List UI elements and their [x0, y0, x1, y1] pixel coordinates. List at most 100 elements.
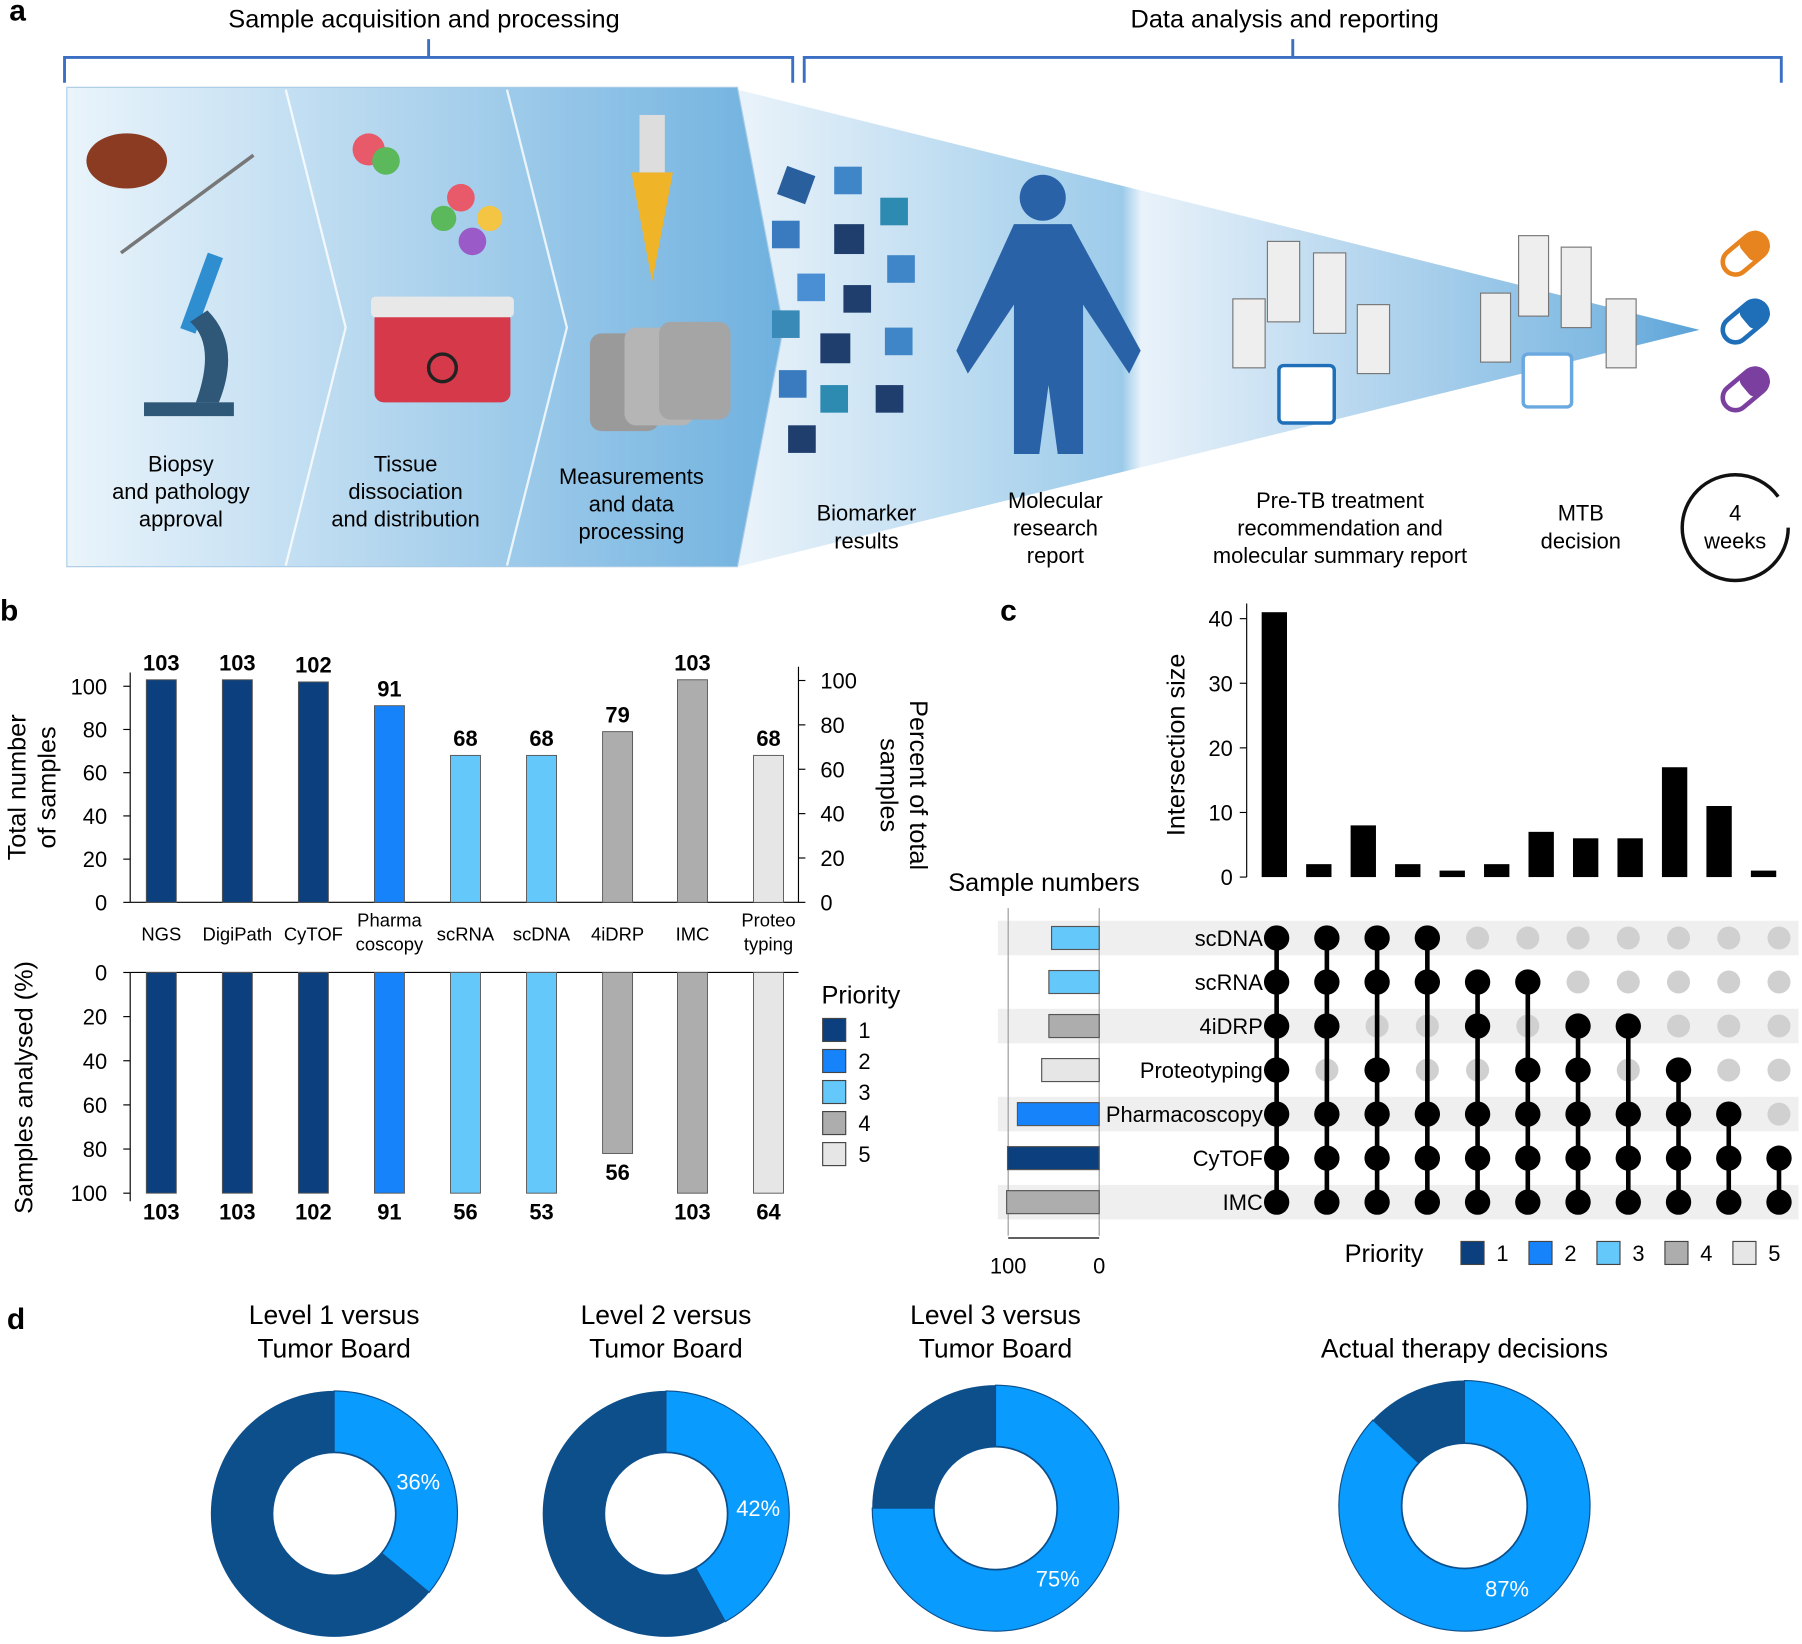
bar-value-label: 68: [529, 726, 553, 751]
matrix-dot-filled: [1515, 1101, 1541, 1127]
set-label-scdna: scDNA: [1195, 926, 1264, 951]
c-legend-swatch-priority-2: [1528, 1240, 1553, 1266]
set-size-bar-proteotyping: [1041, 1057, 1100, 1083]
step-label-line: processing: [578, 519, 684, 544]
c-legend-label: 3: [1632, 1241, 1644, 1266]
x-tick-label: IMC: [676, 923, 710, 944]
matrix-dot-empty: [1667, 1014, 1691, 1038]
clinicians-icon: [1232, 235, 1637, 375]
bar-cytof: [297, 681, 329, 903]
donut-percent-label: 42%: [736, 1496, 780, 1521]
tube-icon: [631, 114, 673, 282]
matrix-dot-filled: [1665, 1145, 1692, 1171]
matrix-dot-empty: [1667, 926, 1691, 950]
set-label-imc: IMC: [1223, 1190, 1263, 1215]
biopsy-tissue-icon: [86, 133, 168, 189]
database-icon: [589, 321, 731, 432]
c-legend-swatch-priority-5: [1732, 1240, 1757, 1266]
bottom-bar-4: [450, 972, 481, 1194]
x-tick-label: DigiPath: [203, 923, 273, 944]
header-data-analysis: Data analysis and reporting: [1131, 6, 1439, 34]
y-tick-label: 100: [71, 674, 108, 699]
bar-value-label: 103: [143, 651, 180, 676]
biohazard-box-icon: [371, 296, 514, 403]
donut-hole: [1400, 1442, 1529, 1570]
matrix-dot-filled: [1716, 1189, 1742, 1215]
matrix-dot-filled: [1464, 1101, 1491, 1127]
intersection-bar: [1439, 870, 1465, 878]
step-label-line: Tissue: [374, 451, 438, 476]
c-y-label: Intersection size: [1162, 654, 1190, 837]
bottom-bar-0: [145, 972, 177, 1194]
legend-swatch-priority-3: [822, 1079, 847, 1105]
x-tick-label: 4iDRP: [591, 923, 644, 944]
matrix-dot-filled: [1263, 1101, 1290, 1127]
pill-half-icon: [1739, 298, 1770, 329]
matrix-dot-empty: [1767, 1102, 1791, 1126]
timer-number: 4: [1729, 501, 1741, 526]
intersection-bar: [1306, 864, 1332, 878]
timer-unit: weeks: [1703, 528, 1766, 553]
x-tick-label: coscopy: [356, 934, 424, 955]
bottom-bar-6: [602, 972, 634, 1154]
bottom-bar-7: [677, 972, 708, 1194]
step-label-line: and distribution: [331, 506, 479, 531]
x-tick-label: scRNA: [437, 923, 495, 944]
y2-tick-label: 100: [820, 669, 857, 694]
bottom-bar-1: [221, 972, 253, 1194]
matrix-dot-filled: [1464, 1013, 1491, 1039]
set-size-bar-scdna: [1050, 925, 1100, 951]
matrix-dot-empty: [1767, 1058, 1791, 1082]
header-sample-acquisition: Sample acquisition and processing: [228, 6, 619, 34]
matrix-dot-filled: [1414, 969, 1441, 995]
step-label-line: MTB: [1558, 501, 1604, 526]
matrix-dot-empty: [1566, 970, 1590, 994]
y-tick-label: 30: [1208, 671, 1232, 696]
set-size-bar-4idrp: [1048, 1013, 1100, 1039]
intersection-bar: [1617, 838, 1643, 878]
matrix-dot-filled: [1414, 1101, 1441, 1127]
bottom-bar-5: [526, 972, 557, 1194]
step-label-line: and pathology: [112, 479, 250, 504]
puzzle-pieces-icon: [771, 165, 915, 453]
x-tick-label: Pharma: [357, 910, 422, 931]
panel-label-c: c: [1000, 595, 1017, 628]
panel-label-b: b: [0, 595, 18, 628]
matrix-dot-filled: [1364, 1057, 1390, 1083]
bar-value-label: 68: [756, 726, 780, 751]
donut-hole: [603, 1451, 729, 1577]
donut-hole: [932, 1445, 1059, 1571]
cells-icon: [352, 133, 503, 256]
matrix-row-stripe: [997, 1096, 1799, 1132]
syringe-icon: [119, 153, 255, 255]
matrix-dot-filled: [1414, 1145, 1441, 1171]
matrix-dot-filled: [1314, 1101, 1340, 1127]
matrix-dot-filled: [1263, 1057, 1290, 1083]
step-label-line: Measurements: [559, 464, 704, 489]
x-tick-label: scDNA: [513, 923, 571, 944]
panel-a: a Sample acquisition and processing Data…: [9, 0, 1790, 583]
donut-title: Level 1 versus: [249, 1300, 420, 1330]
bar-value-label: 79: [605, 702, 629, 727]
intersection-bar: [1350, 825, 1376, 878]
legend-swatch-priority-2: [822, 1048, 847, 1074]
c-legend-label: 1: [1496, 1241, 1508, 1266]
matrix-dot-filled: [1464, 1145, 1491, 1171]
bottom-bar-label: 102: [295, 1200, 332, 1225]
legend-label: 1: [858, 1018, 870, 1043]
step-label-line: and data: [589, 492, 675, 517]
donut-percent-label: 36%: [396, 1470, 440, 1495]
legend-label: 4: [858, 1111, 870, 1136]
c-legend-label: 5: [1768, 1241, 1780, 1266]
matrix-dot-empty: [1717, 1014, 1741, 1038]
matrix-dot-filled: [1414, 925, 1441, 951]
b-top-y-label: Total number: [3, 714, 31, 860]
step-label-line: report: [1027, 543, 1084, 568]
matrix-dot-filled: [1314, 969, 1340, 995]
matrix-dot-filled: [1565, 1101, 1591, 1127]
sample-numbers-title: Sample numbers: [948, 869, 1139, 897]
intersection-bar: [1261, 612, 1288, 878]
y-tick-label: 0: [95, 890, 107, 915]
bottom-bar-label: 56: [453, 1200, 477, 1225]
intersection-bar: [1395, 864, 1421, 878]
